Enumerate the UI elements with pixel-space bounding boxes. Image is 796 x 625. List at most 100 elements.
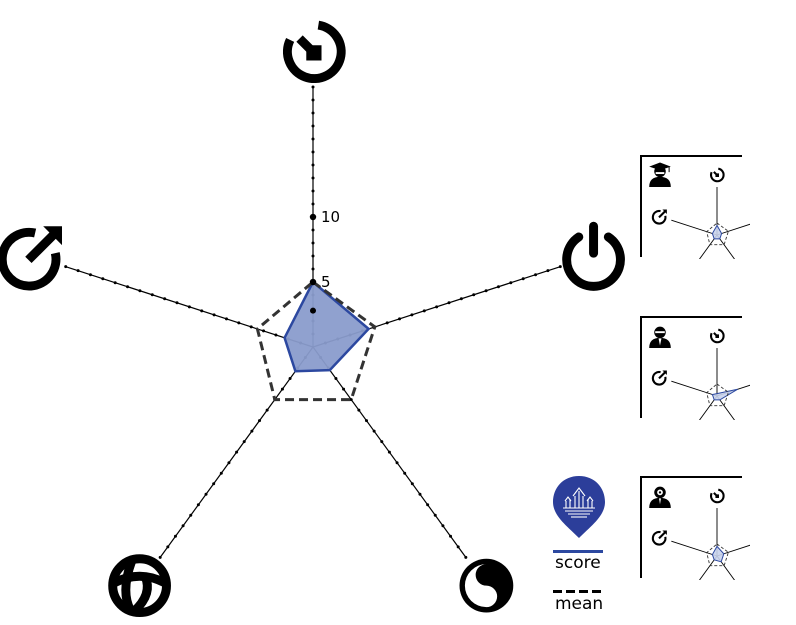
axis-tick-dot xyxy=(433,513,437,517)
axis-tick-dot xyxy=(496,285,500,289)
series-mean-polygon xyxy=(706,222,729,246)
axis-tick-dot xyxy=(509,281,513,285)
axis-tick-dot xyxy=(395,461,399,465)
axis-icons xyxy=(0,20,625,618)
radar-series xyxy=(706,383,738,407)
axis-tick-dot xyxy=(449,534,453,538)
tick-mark-inner xyxy=(310,307,316,314)
axis-tick-dot xyxy=(163,297,167,301)
axis-tick-dot xyxy=(138,289,142,293)
axis-tick-dot xyxy=(410,482,414,486)
axis-tick-dot xyxy=(280,387,284,391)
axis-tick-dot xyxy=(265,408,269,412)
export-icon xyxy=(651,370,667,386)
radar-series xyxy=(255,280,377,402)
mini-panel-frame xyxy=(640,155,742,257)
axis-tick-dot xyxy=(196,503,200,507)
axis-tick-dot xyxy=(380,440,384,444)
series-score-polygon xyxy=(711,224,723,240)
axis-tick-dot xyxy=(342,387,346,391)
axis-tick-dot xyxy=(546,269,550,273)
axis-tick-dot xyxy=(311,124,315,128)
axis-tick-dot xyxy=(447,301,451,305)
axis-tick-dot xyxy=(311,241,315,245)
axis-tick-dot xyxy=(484,289,488,293)
axis-tick-dot xyxy=(435,305,439,309)
mini-radar-panel-1 xyxy=(640,155,782,291)
temple-map-pin-icon xyxy=(553,476,605,538)
export-icon xyxy=(0,226,63,291)
axis-tick-dot xyxy=(311,111,315,115)
series-score-polygon xyxy=(711,388,738,401)
axis-tick-dot xyxy=(258,419,262,423)
mini-radar-panel-3 xyxy=(640,476,782,612)
axis-tick-dot xyxy=(464,555,468,559)
axis-tick-dot xyxy=(237,321,241,325)
power-icon xyxy=(562,221,625,291)
axis-tick-dot xyxy=(387,450,391,454)
axis-tick-dot xyxy=(311,267,315,271)
axis-tick-dot xyxy=(150,293,154,297)
series-mean-polygon xyxy=(706,543,729,567)
axis-tick-dot xyxy=(175,301,179,305)
tick-mark-10 xyxy=(309,213,317,221)
axis-tick-dot xyxy=(242,440,246,444)
axis-tick-dot xyxy=(398,317,402,321)
axis-tick-dot xyxy=(426,503,430,507)
export-icon xyxy=(651,530,667,546)
axis-tick-dot xyxy=(204,492,208,496)
axis-tick-dot xyxy=(64,265,68,269)
axis-tick-dot xyxy=(472,293,476,297)
timer-icon xyxy=(710,167,725,183)
axis-tick-dot xyxy=(113,281,117,285)
axis-tick-dot xyxy=(311,150,315,154)
axis-tick-dot xyxy=(558,265,562,269)
axis-tick-dot xyxy=(372,429,376,433)
legend-mean-label: mean xyxy=(555,594,604,614)
axis-tick-dot xyxy=(88,273,92,277)
axis-tick-dot xyxy=(76,269,80,273)
tick-mark-5 xyxy=(309,278,317,286)
axis-tick-dot xyxy=(181,524,185,528)
axis-tick-dot xyxy=(349,398,353,402)
axis-tick-dot xyxy=(459,297,463,301)
axis-tick-dot xyxy=(249,325,253,329)
yin-yang-icon xyxy=(459,558,514,613)
axis-tick-dot xyxy=(456,545,460,549)
radar-series xyxy=(706,543,729,567)
axis-tick-dot xyxy=(224,317,228,321)
axis-tick-dot xyxy=(311,163,315,167)
tick-label-5: 5 xyxy=(321,273,331,291)
axis-tick-dot xyxy=(410,313,414,317)
axis-tick-dot xyxy=(311,254,315,258)
axis-tick-dot xyxy=(334,377,338,381)
axis-tick-dot xyxy=(274,333,278,337)
basketball-icon xyxy=(108,554,171,618)
radar-series xyxy=(706,222,729,246)
axis-tick-dot xyxy=(166,545,170,549)
axis-tick-dot xyxy=(521,277,525,281)
mini-radar-panel-2 xyxy=(640,316,782,452)
axis-tick-dot xyxy=(262,329,266,333)
mini-panel-frame xyxy=(640,316,742,418)
axis-tick-dot xyxy=(158,555,162,559)
legend-mean-line xyxy=(553,590,603,593)
axis-tick-dot xyxy=(311,137,315,141)
axis-tick-dot xyxy=(212,313,216,317)
series-score-polygon xyxy=(283,280,371,373)
axis-tick-dot xyxy=(250,429,254,433)
tick-label-10: 10 xyxy=(321,208,340,226)
radar-ticks: 5 10 xyxy=(309,208,340,314)
axis-tick-dot xyxy=(534,273,538,277)
axis-line-export-icon xyxy=(671,540,718,557)
axis-tick-dot xyxy=(311,189,315,193)
axis-line-export-icon xyxy=(671,380,718,397)
series-mean-polygon xyxy=(255,280,377,402)
axis-tick-dot xyxy=(311,85,315,89)
axis-tick-dot xyxy=(385,321,389,325)
temple-glyph xyxy=(563,487,595,518)
axis-line-export-icon xyxy=(671,219,718,236)
axis-tick-dot xyxy=(311,176,315,180)
axis-tick-dot xyxy=(227,461,231,465)
series-mean-polygon xyxy=(706,383,729,407)
